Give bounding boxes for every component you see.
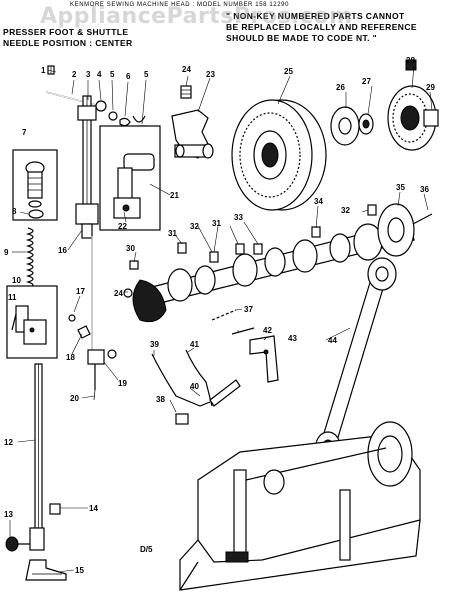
callout-35: 35 (396, 183, 405, 192)
part-arm-shaft (132, 221, 415, 323)
part-42-43-stitch-regulator (231, 327, 279, 383)
part-24-crank-screw (123, 288, 133, 298)
part-2-rod (45, 91, 101, 107)
callout-12: 12 (4, 438, 13, 447)
part-3-presser-bar (75, 95, 99, 239)
callout-22: 22 (118, 222, 127, 231)
part-7-thread-guide-stud (12, 149, 58, 221)
part-9-spring (25, 227, 34, 295)
part-13-thumb-screw (5, 527, 45, 552)
callout-27: 27 (362, 77, 371, 86)
callout-37: 37 (244, 305, 253, 314)
diagram-title: KENMORE SEWING MACHINE HEAD : MODEL NUMB… (70, 2, 290, 8)
callout-29: 29 (426, 83, 435, 92)
sewing-machine-body (179, 421, 421, 591)
callout-5a: 5 (110, 70, 115, 79)
callout-13: 13 (4, 510, 13, 519)
callout-34: 34 (314, 197, 323, 206)
leader-lines (9, 65, 433, 573)
callout-26: 26 (336, 83, 345, 92)
callout-36: 36 (420, 185, 429, 194)
part-15-presser-foot (25, 559, 67, 581)
callout-23: 23 (206, 70, 215, 79)
callout-31a: 31 (168, 229, 177, 238)
callout-21: 21 (170, 191, 179, 200)
callout-39: 39 (150, 340, 159, 349)
callout-24b: 24 (114, 289, 123, 298)
callout-32b: 32 (341, 206, 350, 215)
callout-41: 41 (190, 340, 199, 349)
callout-15: 15 (75, 566, 84, 575)
callout-3: 3 (86, 70, 91, 79)
callout-6: 6 (126, 72, 131, 81)
callout-10: 10 (12, 276, 21, 285)
callout-11: 11 (8, 293, 17, 302)
callout-labels: 1 2 3 4 5 6 5 7 8 9 10 11 12 13 14 15 16… (4, 56, 435, 575)
part-35-36-bearing-bushing (377, 203, 433, 257)
callout-42: 42 (263, 326, 272, 335)
callout-17: 17 (76, 287, 85, 296)
callout-16: 16 (58, 246, 67, 255)
callout-19: 19 (118, 379, 127, 388)
part-14-bushing (49, 503, 61, 515)
callout-44: 44 (328, 336, 337, 345)
part-30-to-34-set-screws (129, 204, 377, 270)
part-28-29-bobbin-winder-pulley (387, 59, 439, 151)
callout-32a: 32 (190, 222, 199, 231)
part-26-27-clutch-washers (330, 106, 374, 146)
callout-9: 9 (4, 248, 9, 257)
watermark: AppliancePartsPros.com (40, 4, 353, 29)
callout-1: 1 (41, 66, 46, 75)
callout-7: 7 (22, 128, 27, 137)
part-23-24-thread-tension (171, 85, 214, 159)
callout-31b: 31 (212, 219, 221, 228)
callout-5b: 5 (144, 70, 149, 79)
callout-2: 2 (72, 70, 77, 79)
part-25-handwheel (231, 99, 327, 211)
callout-40: 40 (190, 382, 199, 391)
part-17-18-19-20-needle-clamp (68, 314, 117, 401)
callout-14: 14 (89, 504, 98, 513)
callout-4: 4 (97, 70, 102, 79)
footer-code: D/5 (140, 545, 153, 554)
callout-18: 18 (66, 353, 75, 362)
needle-position-caption: NEEDLE POSITION : CENTER (3, 38, 133, 48)
callout-20: 20 (70, 394, 79, 403)
callout-43: 43 (288, 334, 297, 343)
callout-30: 30 (126, 244, 135, 253)
callout-28: 28 (406, 56, 415, 65)
part-21-22-needle-bar-crank (99, 125, 161, 231)
part-12-presser-bar (34, 363, 43, 537)
callout-25: 25 (284, 67, 293, 76)
callout-24a: 24 (182, 65, 191, 74)
callout-38: 38 (156, 395, 165, 404)
part-10-11-presser-bar-guide (6, 285, 58, 359)
part-37-link-pin (211, 309, 237, 321)
callout-8: 8 (12, 207, 17, 216)
callout-33: 33 (234, 213, 243, 222)
presser-foot-caption: PRESSER FOOT & SHUTTLE (3, 27, 129, 37)
part-38-39-40-41-feed-rocker (151, 349, 241, 425)
note-line-2: BE REPLACED LOCALLY AND REFERENCE (226, 22, 417, 32)
note-line-3: SHOULD BE MADE TO CODE NT. " (226, 33, 378, 43)
note-line-1: " NON-KEY NUMBERED PARTS CANNOT (226, 11, 405, 21)
